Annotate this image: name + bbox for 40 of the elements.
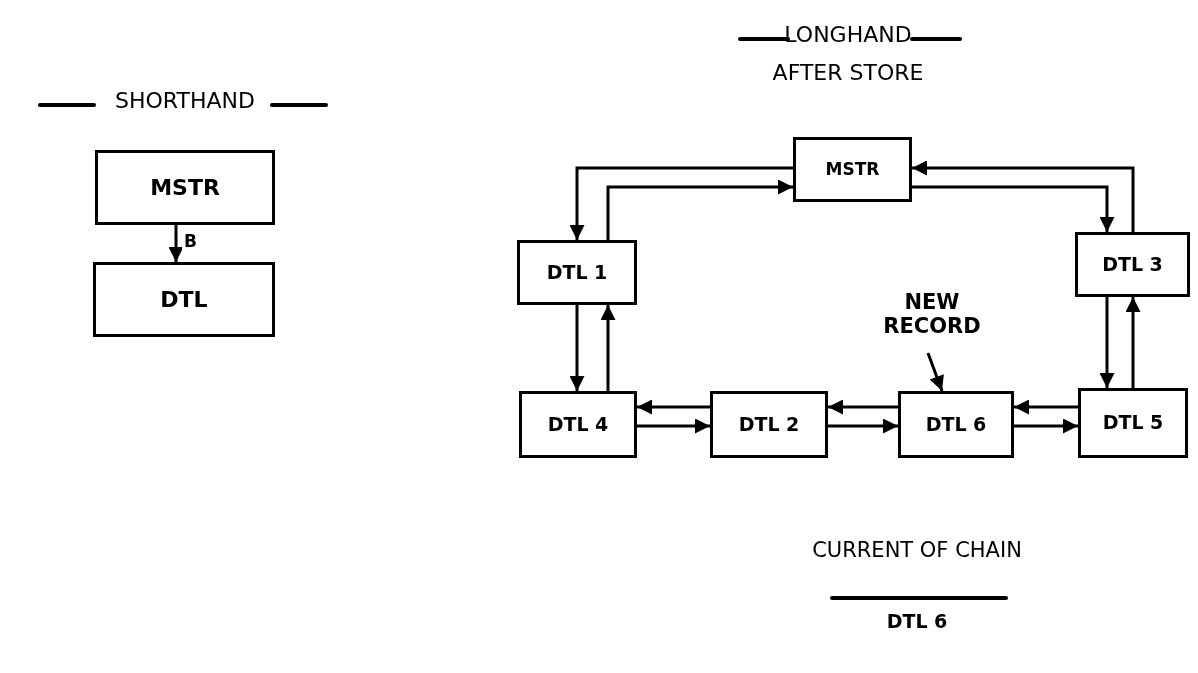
record-box [517, 240, 637, 305]
record-box [793, 137, 912, 202]
record-label: MSTR [150, 174, 220, 201]
arrow [912, 185, 1115, 232]
record-label: DTL 6 [925, 413, 987, 436]
record-label: DTL 1 [546, 261, 608, 284]
heading-text: SHORTHAND [115, 88, 255, 113]
arrow [828, 418, 898, 434]
arrow [912, 160, 1135, 232]
edge-label: B [182, 231, 199, 251]
record-box [898, 391, 1014, 458]
record-box [95, 150, 275, 225]
record-label: DTL 2 [738, 413, 800, 436]
record-box [93, 262, 275, 337]
record-box [1075, 232, 1190, 297]
heading-text: CURRENT OF CHAIN [812, 538, 1022, 562]
arrow [1125, 297, 1141, 388]
arrow [1099, 297, 1115, 388]
arrow [1014, 399, 1078, 415]
heading-text: LONGHAND [784, 22, 912, 47]
record-label: DTL 4 [547, 413, 609, 436]
arrow [637, 418, 710, 434]
arrow [168, 225, 184, 262]
record-label: DTL 6 [886, 610, 948, 632]
record-box [519, 391, 637, 458]
record-label: DTL 5 [1102, 412, 1164, 434]
arrow [606, 179, 793, 240]
record-label: MSTR [825, 159, 880, 180]
arrow [600, 305, 616, 391]
record-box [1078, 388, 1188, 458]
arrow [1014, 418, 1078, 434]
arrow [569, 305, 585, 391]
leader-arrow [926, 352, 944, 392]
record-label: DTL [160, 286, 208, 313]
arrow [828, 399, 898, 415]
arrow [569, 166, 793, 240]
record-box [710, 391, 828, 458]
heading-text: AFTER STORE [772, 60, 924, 85]
record-label: DTL 3 [1102, 253, 1163, 276]
arrow [637, 399, 710, 415]
